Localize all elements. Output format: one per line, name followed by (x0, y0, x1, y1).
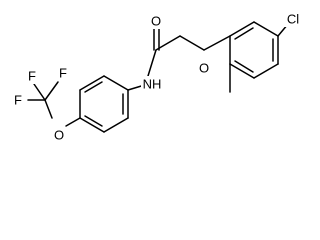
bond-c-f2 (44, 81, 59, 101)
atom-label-nh: NH (143, 77, 162, 92)
atom-label-o-ocf3: O (54, 128, 64, 143)
bond (253, 21, 279, 37)
bond (79, 75, 105, 91)
bond (103, 117, 129, 133)
bond-c-f3 (33, 83, 46, 101)
bond-ch2-carbonyl-c (155, 35, 181, 51)
bond-ring-o-ocf3 (65, 117, 81, 127)
bond-carbonyl-c-nh (147, 49, 157, 77)
atom-label-f2: F (59, 66, 67, 81)
atom-label-cl: Cl (287, 12, 299, 27)
bond (229, 63, 255, 79)
bond (229, 21, 255, 37)
double-bond-inner (234, 27, 254, 40)
double-bond-inner (84, 115, 103, 127)
atom-label-f1: F (14, 93, 22, 108)
atom-label-f3: F (28, 69, 36, 84)
bond-o-ether-ch2 (179, 35, 205, 51)
atom-label-o-ether: O (199, 61, 209, 76)
bond (79, 117, 105, 133)
double-bond-inner (234, 60, 254, 73)
chloro-methyl-phenyl-ring (229, 21, 279, 79)
bond-ring-o-ether (203, 35, 231, 51)
atom-label-o-carbonyl: O (151, 14, 161, 29)
double-bond-inner (84, 81, 103, 93)
bond (103, 75, 129, 91)
bond (253, 63, 279, 79)
chemical-structure-diagram: Cl O O NH O F F F (14, 11, 300, 143)
bond-o-cf3 (44, 99, 53, 119)
trifluoromethoxy-phenyl-ring (79, 75, 129, 133)
